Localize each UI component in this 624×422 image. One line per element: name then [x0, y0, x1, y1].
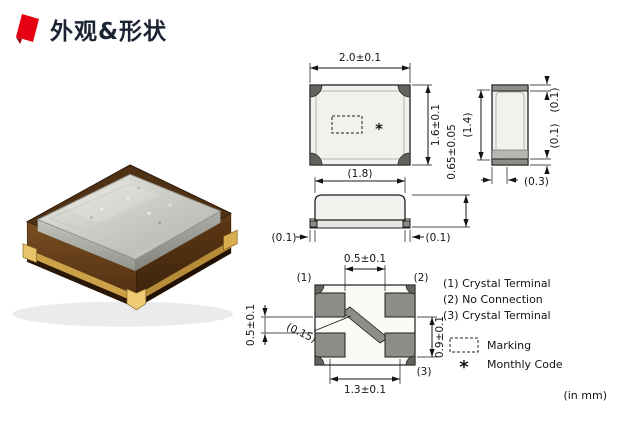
units-note: (in mm) — [563, 389, 607, 402]
corner-castellation — [405, 284, 416, 295]
section-marker-icon — [16, 14, 39, 44]
corner-castellation — [405, 355, 416, 366]
section-header: 外观&形状 — [16, 12, 167, 46]
pin3-label: (3) — [417, 366, 432, 378]
corner-castellation — [314, 284, 325, 295]
legend-pin3: (3) Crystal Terminal — [443, 309, 551, 322]
legend-monthly-label: Monthly Code — [487, 358, 563, 371]
pin2-label: (2) — [414, 272, 429, 284]
front-left-margin-dim: (0.1) — [272, 232, 297, 244]
slot-width-dim: (0.15) — [284, 321, 318, 345]
pad-4 — [314, 332, 346, 358]
side-terminal — [402, 220, 411, 228]
pad-1 — [314, 292, 346, 318]
corner-castellation — [309, 152, 323, 166]
component-photo — [12, 164, 238, 327]
end-bottom-margin-dim: (0.1) — [549, 124, 561, 149]
corner-castellation — [397, 84, 411, 98]
end-terminal — [491, 158, 529, 166]
top-view-height-dim: 1.6±0.1 — [430, 104, 442, 146]
legend-pin1: (1) Crystal Terminal — [443, 277, 551, 290]
pad-3 — [384, 332, 416, 358]
gold-terminal — [223, 229, 238, 251]
end-terminal — [491, 84, 529, 92]
marking-box — [331, 115, 363, 134]
top-view-drawing: * 2.0±0.1 1.6±0.1 0.65±0.05 — [309, 52, 470, 228]
pad-height-dim: 0.9±0.1 — [434, 316, 446, 358]
end-top-margin-dim: (0.1) — [549, 88, 561, 113]
legend: (1) Crystal Terminal (2) No Connection (… — [443, 277, 607, 402]
legend-monthly-asterisk: * — [459, 357, 469, 378]
pin1-label: (1) — [297, 272, 312, 284]
legend-pin2: (2) No Connection — [443, 293, 543, 306]
front-view-dimensions: (1.8) (0.1) (0.1) — [272, 168, 451, 244]
gold-terminal — [126, 288, 147, 311]
bottom-view-drawing: 0.5±0.1 (1) (2) 0.5±0.1 (0.15) 0.9±0.1 1… — [245, 253, 446, 396]
legend-marking-box — [449, 337, 479, 353]
top-view-width-dim: 2.0±0.1 — [339, 52, 381, 64]
side-terminal — [309, 220, 318, 228]
pad-pitch-dim: 1.3±0.1 — [344, 384, 386, 396]
thickness-dim: 0.65±0.05 — [446, 124, 458, 180]
end-view-dimensions: (1.4) (0.1) (0.1) (0.3) — [462, 76, 561, 188]
end-view-drawing: (1.4) (0.1) (0.1) (0.3) — [462, 76, 561, 188]
end-terminal-dim: (0.3) — [524, 176, 549, 188]
pad-2 — [384, 292, 416, 318]
corner-castellation — [309, 84, 323, 98]
legend-marking-label: Marking — [487, 339, 531, 352]
gold-terminal — [22, 243, 37, 264]
front-right-margin-dim: (0.1) — [426, 232, 451, 244]
front-view-drawing: (1.8) (0.1) (0.1) — [272, 168, 451, 244]
metal-lid — [36, 173, 222, 261]
corner-castellation — [314, 355, 325, 366]
monthly-code-asterisk: * — [375, 120, 383, 138]
photo-shadow — [12, 301, 233, 327]
corner-castellation — [397, 152, 411, 166]
pad-gap-horizontal-dim: 0.5±0.1 — [344, 253, 386, 265]
page-title: 外观&形状 — [50, 19, 168, 45]
pad-gap-vertical-dim: 0.5±0.1 — [245, 304, 257, 346]
lid-length-dim: (1.8) — [348, 168, 373, 180]
end-lid-width-dim: (1.4) — [462, 113, 474, 138]
top-view-dimensions: 2.0±0.1 1.6±0.1 0.65±0.05 — [309, 52, 470, 228]
